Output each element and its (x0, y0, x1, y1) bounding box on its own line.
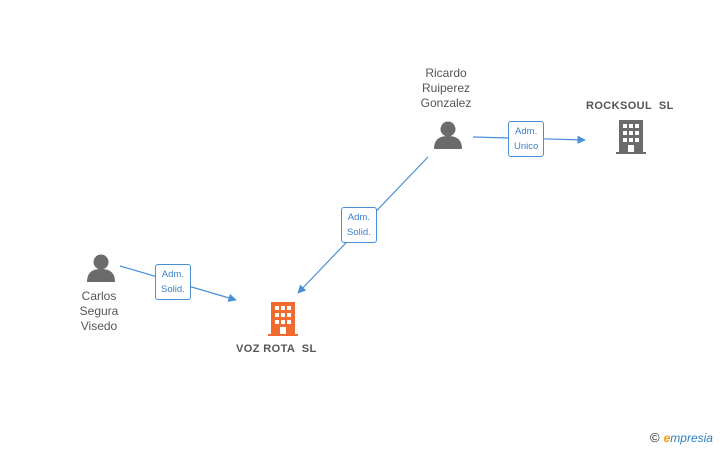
person-icon[interactable] (87, 254, 115, 283)
person-name-carlos[interactable]: Carlos Segura Visedo (79, 289, 119, 333)
company-name-vozrota[interactable]: VOZ ROTA SL (236, 343, 317, 355)
relation-label: Adm. Solid. (341, 207, 377, 243)
brand-rest: mpresia (670, 431, 713, 445)
company-name-rocksoul[interactable]: ROCKSOUL SL (586, 100, 674, 112)
copyright-symbol: © (650, 430, 660, 445)
building-icon[interactable] (616, 120, 646, 154)
brand-e: e (663, 431, 671, 445)
relation-label: Adm. Unico (508, 121, 545, 157)
building-icon[interactable] (268, 302, 298, 336)
relation-label: Adm. Solid. (155, 264, 191, 300)
person-name-ricardo[interactable]: Ricardo Ruiperez Gonzalez (420, 66, 472, 110)
empresia-watermark: ©empresia (650, 430, 713, 445)
person-icon[interactable] (434, 121, 462, 150)
